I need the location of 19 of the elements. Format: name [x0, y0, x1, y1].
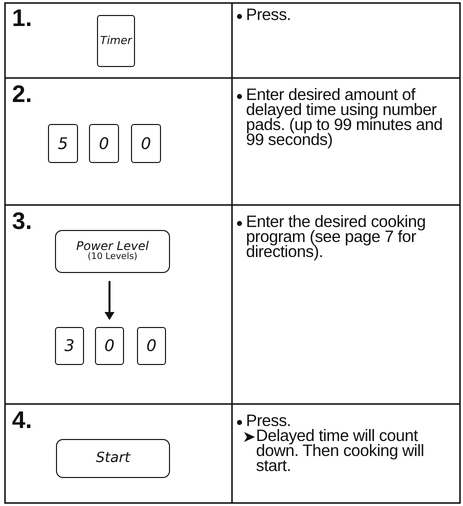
instruction-text: Press. — [246, 414, 291, 429]
number-pad-key: 0 — [137, 327, 166, 365]
power-level-button: Power Level (10 Levels) — [55, 230, 170, 273]
arrow — [104, 281, 114, 320]
number-pad-key: 0 — [89, 124, 119, 163]
number-pad-key: 5 — [48, 124, 78, 163]
start-button: Start — [56, 439, 170, 478]
number-pad-key: 0 — [95, 327, 124, 365]
instruction-text: Delayed time will count down. Then cooking will start. — [256, 429, 425, 474]
timer-button: Timer — [97, 15, 135, 67]
step-number: 2. — [12, 83, 34, 107]
number-pad-key: 0 — [131, 124, 161, 163]
step-number: 1. — [12, 7, 34, 31]
number-pad-key: 3 — [55, 327, 84, 365]
instruction-text: Enter the desired cooking program (see page 7 for directions). — [246, 215, 427, 260]
step-number: 4. — [12, 409, 34, 433]
instruction-text: Enter desired amount of delayed time using number pads. (up to 99 minutes and 99 seconds) — [246, 88, 444, 148]
step-number: 3. — [12, 210, 34, 234]
instruction-text: Press. — [246, 8, 292, 23]
